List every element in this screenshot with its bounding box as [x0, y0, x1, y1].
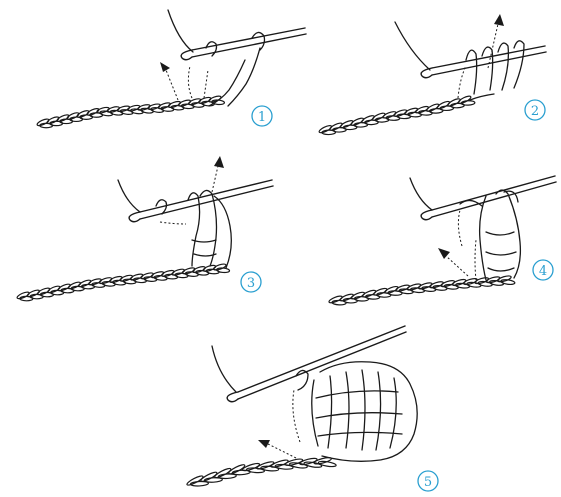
step-1-panel: 1	[36, 10, 306, 128]
chain-stitch	[497, 275, 512, 283]
chain-stitch	[213, 263, 227, 271]
crochet-hook-icon	[410, 176, 556, 220]
crochet-hook-icon	[118, 180, 273, 222]
chain-stitch-icon	[16, 263, 229, 301]
chain-stitch-icon	[36, 95, 224, 128]
step-number: 3	[247, 276, 255, 291]
step-number: 2	[531, 104, 539, 119]
step-3-panel: 3	[16, 156, 273, 301]
direction-arrow-icon	[160, 62, 178, 100]
direction-arrow-icon	[488, 14, 504, 68]
chain-stitch	[86, 107, 99, 116]
direction-arrow-icon	[438, 248, 468, 276]
step-4-panel: 4	[328, 176, 556, 305]
direction-arrow-icon	[212, 156, 224, 192]
step-number-badge: 2	[525, 100, 545, 120]
direction-arrow-icon	[258, 440, 296, 458]
step-number: 5	[424, 475, 432, 490]
step-5-panel: 5	[186, 326, 438, 491]
chain-stitch	[78, 279, 92, 288]
chain-stitch-icon	[328, 275, 515, 305]
step-number-badge: 3	[241, 272, 261, 292]
step-number-badge: 4	[533, 260, 553, 280]
step-2-panel: 2	[318, 14, 546, 135]
step-number: 4	[539, 264, 547, 279]
step-number: 1	[258, 110, 266, 125]
chain-stitch-icon	[318, 95, 475, 135]
chain-stitch	[384, 285, 399, 294]
step-number-badge: 5	[418, 471, 438, 491]
step-number-badge: 1	[252, 106, 272, 126]
chain-stitch-icon	[186, 456, 336, 486]
crochet-hook-icon	[168, 10, 306, 60]
